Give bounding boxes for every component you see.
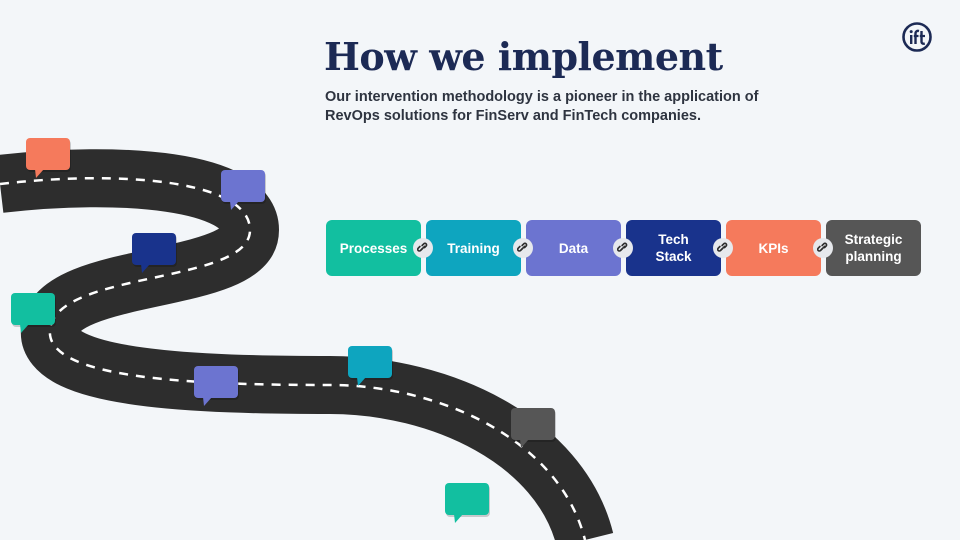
step-data: Data (526, 220, 621, 276)
step-strategic-planning: Strategic planning (826, 220, 921, 276)
link-icon (813, 238, 833, 258)
step-training: Training (426, 220, 521, 276)
link-icon (413, 238, 433, 258)
page-subtitle: Our intervention methodology is a pionee… (325, 89, 759, 124)
speech-bubble-icon (194, 366, 239, 406)
speech-bubble-icon (132, 233, 177, 273)
road-center-line (0, 176, 587, 540)
speech-bubble-icon (445, 483, 490, 523)
link-icon (613, 238, 633, 258)
speech-bubble-icon (26, 138, 71, 178)
step-tech-stack: Tech Stack (626, 220, 721, 276)
link-icon (713, 238, 733, 258)
implementation-steps: Processes Training Data Tech Stack KPIs … (326, 220, 924, 276)
speech-bubble-icon (221, 170, 266, 210)
link-icon (513, 238, 533, 258)
page-title: How we implement (324, 34, 723, 79)
step-processes: Processes (326, 220, 421, 276)
step-kpis: KPIs (726, 220, 821, 276)
ift-logo-icon (902, 22, 932, 52)
speech-bubble-icon (348, 346, 393, 386)
speech-bubble-icon (511, 408, 556, 448)
speech-bubble-icon (11, 293, 56, 333)
